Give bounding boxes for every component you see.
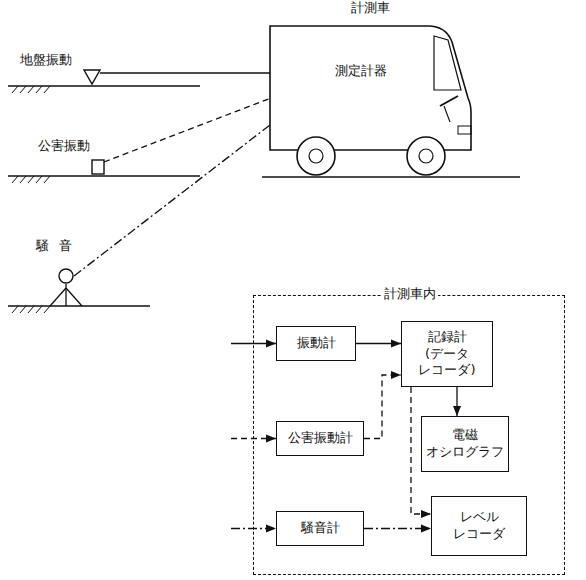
box-label: 測定計器 [332, 62, 390, 81]
instrument-rack: 測定計器 [305, 30, 417, 112]
box-body: レベル レコーダ [432, 497, 526, 555]
oscillograph: 電磁 オシログラフ [421, 416, 509, 472]
box-body: 記録計 (データ レコーダ) [402, 322, 492, 386]
ground-vibration-sensor: 地盤振動 [84, 70, 100, 84]
box-body: 電磁 オシログラフ [422, 417, 508, 471]
sensor-symbol [84, 70, 100, 84]
sensor-symbol [58, 268, 74, 284]
measurement-truck: 測定計器計測車 [268, 18, 473, 168]
box-body: 測定計器 [306, 31, 416, 111]
node-label: 計測車内 [382, 286, 438, 303]
signal-connector [364, 528, 431, 529]
data-recorder: 記録計 (データ レコーダ) [401, 321, 493, 387]
box-label: 電磁 オシログラフ [426, 427, 504, 461]
box-body: 騒音計 [277, 512, 363, 545]
node-label: 地盤振動 [18, 52, 74, 69]
truck-outline [268, 18, 473, 168]
level-recorder: レベル レコーダ [431, 496, 527, 556]
signal-connector [364, 375, 401, 439]
node-label: 計測車 [349, 0, 392, 17]
sensor-symbol [92, 160, 104, 174]
signal-connector [356, 343, 401, 344]
box-label: レベル レコーダ [438, 509, 520, 543]
box-label: 振動計 [297, 335, 336, 352]
box-body: 振動計 [277, 327, 355, 360]
box-label: 騒音計 [301, 520, 340, 537]
tripod-legs [50, 284, 82, 306]
box-body: 公害振動計 [277, 422, 363, 455]
pollution-vibration-sensor: 公害振動 [92, 160, 104, 174]
node-label: 公害振動 [36, 138, 92, 155]
signal-connector [456, 387, 457, 416]
box-label: 公害振動計 [288, 430, 353, 447]
in-vehicle-region: 振動計 記録計 (データ レコーダ) 公害振動計 電磁 オシログラフ騒音計 レベル レコ… [253, 295, 565, 575]
sound-level-meter: 騒音計 [276, 511, 364, 546]
pollution-vibration-meter: 公害振動計 [276, 421, 364, 456]
vibration-meter: 振動計 [276, 326, 356, 361]
node-label: 騒音 [34, 238, 85, 255]
microphone: 騒音 [58, 268, 74, 284]
box-label: 記録計 (データ レコーダ) [408, 329, 486, 380]
